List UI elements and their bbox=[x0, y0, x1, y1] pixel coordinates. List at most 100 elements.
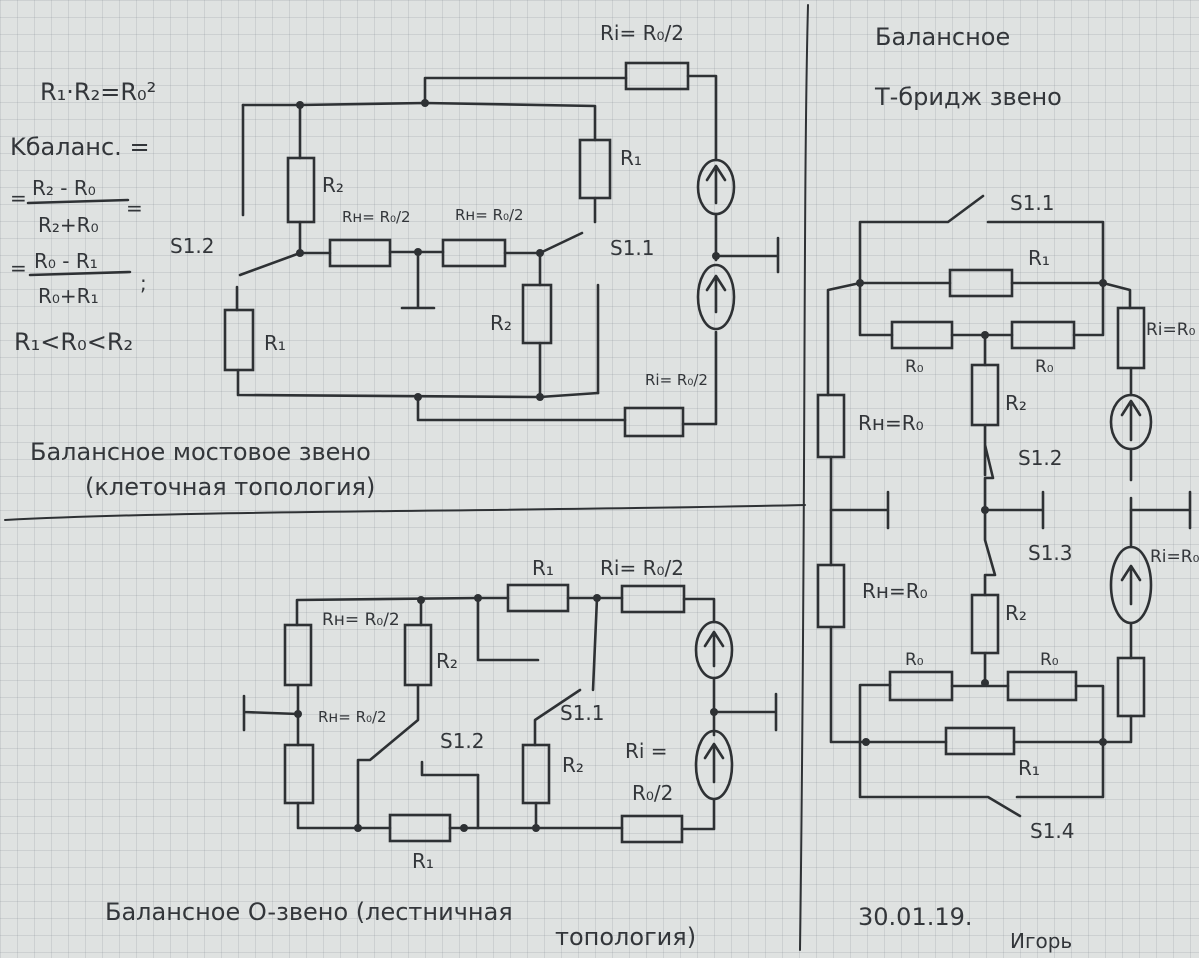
switch-s11 bbox=[533, 688, 582, 747]
caption-tbridge-2: Т-бридж звено bbox=[874, 83, 1062, 111]
label-s13: S1.3 bbox=[1028, 541, 1073, 565]
node-dot bbox=[532, 824, 540, 832]
wire bbox=[1072, 281, 1105, 337]
label-s11: S1.1 bbox=[560, 701, 605, 725]
resistor-rn-top bbox=[816, 393, 846, 459]
wire bbox=[1015, 740, 1105, 799]
label-r1-left: R₁ bbox=[264, 331, 286, 355]
label-rn-bot: Rн=R₀ bbox=[862, 579, 928, 603]
formula-1-numerator: R₂ - R₀ bbox=[32, 176, 96, 200]
t-bridge-circuit: Балансное Т-бридж звено S1.1 R₁ R₀ R₀ Ri… bbox=[816, 23, 1199, 843]
resistor-r2-left bbox=[286, 156, 316, 224]
ladder-circuit: R₁ Ri= R₀/2 Rн= R₀/2 R₂ Rн= R₀/2 S1.2 S1… bbox=[105, 556, 778, 951]
node-dot bbox=[862, 738, 870, 746]
label-r2-bot: R₂ bbox=[1005, 601, 1027, 625]
resistor-ri-bottom bbox=[620, 814, 684, 844]
label-r1-top: R₁ bbox=[1028, 246, 1050, 270]
node-dot bbox=[296, 101, 304, 109]
wire bbox=[686, 74, 718, 162]
resistor-rn-bottom bbox=[283, 743, 315, 805]
node-dot bbox=[474, 594, 482, 602]
label-ri-top: Ri= R₀/2 bbox=[600, 21, 684, 45]
label-r1-bot: R₁ bbox=[1018, 756, 1040, 780]
wire bbox=[420, 760, 480, 777]
node-dot bbox=[981, 679, 989, 687]
switch-s12 bbox=[356, 683, 420, 830]
label-s12: S1.2 bbox=[1018, 446, 1063, 470]
wire bbox=[295, 596, 510, 627]
wire bbox=[423, 76, 628, 105]
node-dot bbox=[414, 248, 422, 256]
caption-bridge-1: Балансное мостовое звено bbox=[30, 438, 371, 466]
label-r0-d: R₀ bbox=[1040, 650, 1059, 670]
resistor-r1-top bbox=[506, 583, 570, 613]
switch-s13 bbox=[983, 508, 997, 597]
ground-symbol bbox=[983, 490, 1045, 530]
label-r1-right: R₁ bbox=[620, 146, 642, 170]
label-s11: S1.1 bbox=[1010, 191, 1055, 215]
fraction-bar-2 bbox=[28, 270, 132, 277]
label-ri-bot: Ri=R₀ bbox=[1150, 547, 1199, 567]
node-dot bbox=[1099, 279, 1107, 287]
wire bbox=[829, 625, 868, 744]
resistor-rn-2 bbox=[441, 238, 507, 268]
node-dot bbox=[414, 393, 422, 401]
formula-1-denominator: R₂+R₀ bbox=[38, 213, 99, 237]
label-r2-left: R₂ bbox=[322, 173, 344, 197]
arrow-up-icon bbox=[703, 630, 725, 668]
label-s12: S1.2 bbox=[170, 234, 215, 258]
label-s14: S1.4 bbox=[1030, 819, 1075, 843]
resistor-r2-top bbox=[970, 363, 1000, 427]
label-s12: S1.2 bbox=[440, 729, 485, 753]
formula-k-balance: Kбаланс. = bbox=[10, 133, 150, 161]
label-ri-top: Ri=R₀ bbox=[1146, 320, 1196, 340]
label-r0-a: R₀ bbox=[905, 357, 924, 377]
formula-2-denominator: R₀+R₁ bbox=[38, 284, 99, 308]
node-dot bbox=[1099, 738, 1107, 746]
arrow-up-icon bbox=[705, 164, 727, 205]
node-dot bbox=[294, 710, 302, 718]
wire bbox=[681, 330, 718, 426]
formula-semicolon: ; bbox=[140, 271, 147, 295]
switch-s12 bbox=[238, 251, 302, 277]
formula-2-numerator: R₀ - R₁ bbox=[34, 249, 98, 273]
resistor-r0-c bbox=[888, 670, 954, 702]
resistor-r1-left bbox=[223, 308, 255, 372]
label-r0-b: R₀ bbox=[1035, 357, 1054, 377]
node-dot bbox=[417, 596, 425, 604]
arrow-up-icon bbox=[705, 274, 727, 314]
node-dot bbox=[421, 99, 429, 107]
label-r0-c: R₀ bbox=[905, 650, 924, 670]
switch-s14 bbox=[858, 740, 1022, 818]
label-s11: S1.1 bbox=[610, 236, 655, 260]
label-r2-a: R₂ bbox=[436, 649, 458, 673]
wire bbox=[591, 596, 599, 692]
resistor-r0-d bbox=[1006, 670, 1078, 702]
wire bbox=[858, 281, 894, 337]
caption-tbridge-1: Балансное bbox=[875, 23, 1010, 51]
label-rn-top: Rн= R₀/2 bbox=[322, 610, 400, 630]
vertical-divider bbox=[799, 4, 809, 951]
node-dot bbox=[710, 708, 718, 716]
label-ri-bottom-b: R₀/2 bbox=[632, 781, 673, 805]
current-source-bottom bbox=[696, 263, 736, 331]
resistor-r2-b bbox=[521, 743, 551, 805]
node-dot bbox=[593, 594, 601, 602]
ground-symbol bbox=[400, 250, 436, 310]
formula-eq-2: = bbox=[126, 196, 143, 220]
switch-s12 bbox=[983, 423, 995, 512]
node-dot bbox=[856, 279, 864, 287]
label-ri-top: Ri= R₀/2 bbox=[600, 556, 684, 580]
resistor-ri-bottom bbox=[623, 406, 685, 438]
label-rn-top: Rн=R₀ bbox=[858, 411, 924, 435]
wire bbox=[682, 597, 716, 624]
fraction-bar-1 bbox=[26, 198, 130, 205]
label-rn-2: Rн= R₀/2 bbox=[455, 206, 524, 224]
label-r2-b: R₂ bbox=[562, 753, 584, 777]
node-dot bbox=[536, 393, 544, 401]
arrow-up-icon bbox=[1120, 564, 1142, 606]
wire bbox=[1074, 684, 1105, 744]
resistor-ri-top bbox=[624, 61, 690, 91]
ground-symbol bbox=[712, 692, 778, 732]
